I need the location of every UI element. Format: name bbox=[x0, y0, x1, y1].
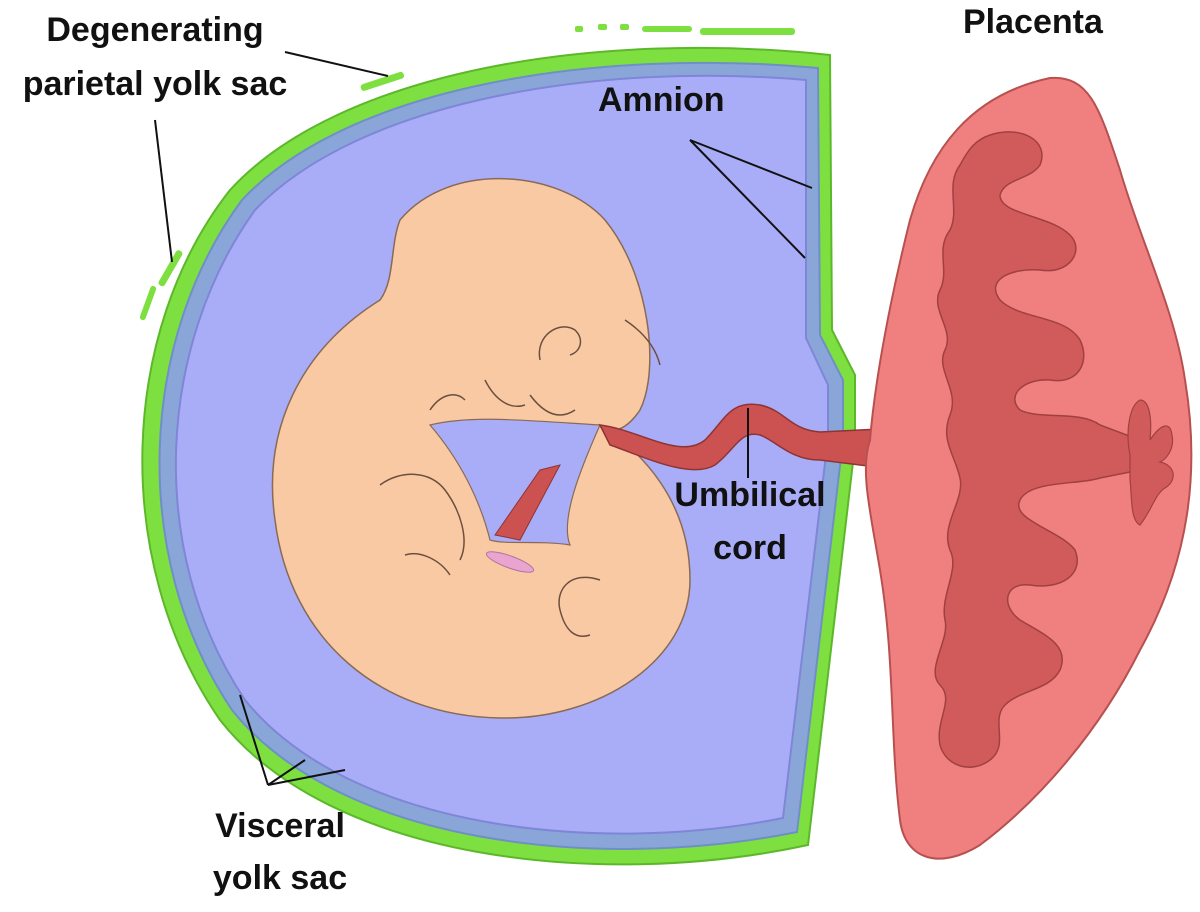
embryo-pink-structure bbox=[485, 551, 535, 573]
leader-amnion-inner bbox=[689, 139, 806, 259]
leader-visceral-1 bbox=[239, 694, 269, 786]
placenta-villi bbox=[934, 131, 1141, 768]
label-degenerating-line1: Degenerating bbox=[46, 11, 264, 49]
label-umbilical-line2: cord bbox=[713, 529, 787, 567]
label-umbilical-line1: Umbilical bbox=[674, 476, 826, 514]
label-visceral-line2: yolk sac bbox=[212, 859, 348, 897]
placenta-cord-branches bbox=[1127, 399, 1174, 526]
leader-amnion-outer bbox=[689, 139, 813, 189]
label-visceral-line1: Visceral bbox=[215, 807, 345, 845]
embryo-ventral-opening bbox=[428, 418, 601, 546]
leader-degenerating-top bbox=[284, 51, 389, 77]
label-placenta: Placenta bbox=[963, 3, 1103, 41]
label-degenerating-line2: parietal yolk sac bbox=[22, 65, 288, 103]
leader-visceral-2 bbox=[267, 759, 306, 786]
leader-visceral-3 bbox=[267, 769, 346, 786]
label-amnion: Amnion bbox=[598, 81, 725, 119]
umbilical-vessel-inner bbox=[494, 464, 561, 541]
leader-degenerating-left bbox=[154, 119, 173, 263]
embryo-details bbox=[379, 319, 661, 637]
leader-lines bbox=[154, 51, 813, 786]
